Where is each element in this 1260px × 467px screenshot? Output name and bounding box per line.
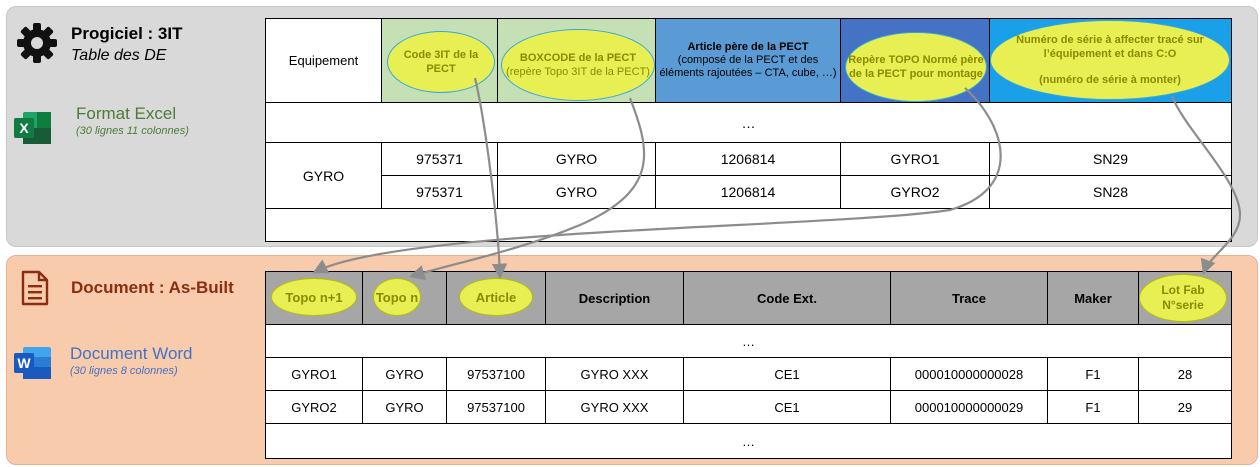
de-cell-boxcode: GYRO [497, 175, 656, 209]
svg-text:X: X [19, 120, 29, 136]
cell-topo-n1: GYRO1 [265, 357, 363, 391]
gear-icon [17, 23, 57, 63]
oval-topo-n: Topo n [373, 278, 421, 316]
de-empty-row [265, 208, 1232, 242]
cell-topo-n: GYRO [362, 357, 447, 391]
de-cell-code: 975371 [381, 175, 498, 209]
cell-article: 97537100 [446, 390, 546, 424]
oval-repere: Repère TOPO Normé père de la PECT pour m… [845, 32, 987, 102]
cell-article: 97537100 [446, 357, 546, 391]
cell-maker: F1 [1047, 357, 1139, 391]
de-cell-boxcode: GYRO [497, 142, 656, 176]
cell-topo-n: GYRO [362, 390, 447, 424]
bottom-title: Document : As-Built [71, 278, 234, 297]
oval-serie: Numéro de série à affecter tracé sur l’é… [990, 20, 1230, 100]
header-trace: Trace [890, 271, 1048, 325]
oval-topo-n1: Topo n+1 [271, 278, 357, 316]
de-cell-serie: SN29 [989, 142, 1232, 176]
de-row-2: 975371 GYRO 1206814 GYRO2 SN28 [266, 175, 1232, 209]
de-ellipsis-row: … [265, 102, 1232, 143]
header-code-ext: Code Ext. [683, 271, 891, 325]
oval-lot-line2: N°serie [1162, 298, 1204, 312]
word-format-title: Document Word [70, 344, 193, 363]
cell-maker: F1 [1047, 390, 1139, 424]
header-article-detail: (composé de la PECT et des éléments rajo… [659, 54, 837, 79]
cell-topo-n1: GYRO2 [265, 390, 363, 424]
oval-code3it: Code 3IT de la PECT [387, 31, 495, 93]
oval-lot-line1: Lot Fab [1161, 283, 1205, 297]
top-title: Progiciel : 3IT [71, 24, 183, 43]
de-cell-repere: GYRO2 [840, 175, 990, 209]
word-format-sub: (30 lignes 8 colonnes) [70, 365, 178, 377]
oval-boxcode-title: BOXCODE de la PECT [519, 52, 637, 64]
header-article-title: Article père de la PECT [687, 41, 809, 53]
de-cell-serie: SN28 [989, 175, 1232, 209]
oval-serie-detail: (numéro de série à monter) [1039, 74, 1181, 86]
asbuilt-ellipsis-bottom: … [265, 423, 1232, 459]
oval-article: Article [459, 278, 533, 316]
cell-code-ext: CE1 [683, 390, 891, 424]
cell-lot: 29 [1138, 390, 1232, 424]
de-cell-article: 1206814 [655, 142, 841, 176]
oval-boxcode-detail: (repère Topo 3IT de la PECT) [506, 66, 650, 78]
asbuilt-ellipsis-row-2: … [265, 423, 1232, 459]
word-icon: W [14, 347, 51, 379]
header-equipement: Equipement [265, 18, 382, 103]
document-icon [21, 270, 49, 306]
cell-trace: 000010000000028 [890, 357, 1048, 391]
cell-description: GYRO XXX [545, 390, 684, 424]
de-cell-code: 975371 [381, 142, 498, 176]
excel-format-sub: (30 lignes 11 colonnes) [76, 125, 189, 137]
header-maker: Maker [1047, 271, 1139, 325]
oval-serie-title: Numéro de série à affecter tracé sur l’é… [1016, 34, 1204, 60]
de-group-gyro: GYRO [265, 142, 382, 209]
header-article: Article père de la PECT (composé de la P… [655, 18, 841, 103]
asbuilt-ellipsis: … [265, 324, 1232, 358]
de-ellipsis: … [265, 102, 1232, 143]
cell-description: GYRO XXX [545, 357, 684, 391]
header-description: Description [545, 271, 684, 325]
cell-trace: 000010000000029 [890, 390, 1048, 424]
cell-code-ext: CE1 [683, 357, 891, 391]
excel-format-title: Format Excel [76, 104, 177, 123]
top-subtitle: Table des DE [71, 47, 167, 64]
oval-boxcode: BOXCODE de la PECT (repère Topo 3IT de l… [501, 29, 655, 101]
de-cell-repere: GYRO1 [840, 142, 990, 176]
asbuilt-row-2: GYRO2 GYRO 97537100 GYRO XXX CE1 0000100… [265, 390, 1232, 424]
de-row-1: GYRO 975371 GYRO 1206814 GYRO1 SN29 [265, 142, 1232, 209]
asbuilt-ellipsis-row: … [265, 324, 1232, 358]
de-cell-article: 1206814 [655, 175, 841, 209]
cell-lot: 28 [1138, 357, 1232, 391]
oval-lot: Lot Fab N°serie [1139, 274, 1227, 322]
excel-icon: X [14, 112, 51, 144]
svg-text:W: W [17, 355, 31, 371]
asbuilt-row-1: GYRO1 GYRO 97537100 GYRO XXX CE1 0000100… [265, 357, 1232, 391]
